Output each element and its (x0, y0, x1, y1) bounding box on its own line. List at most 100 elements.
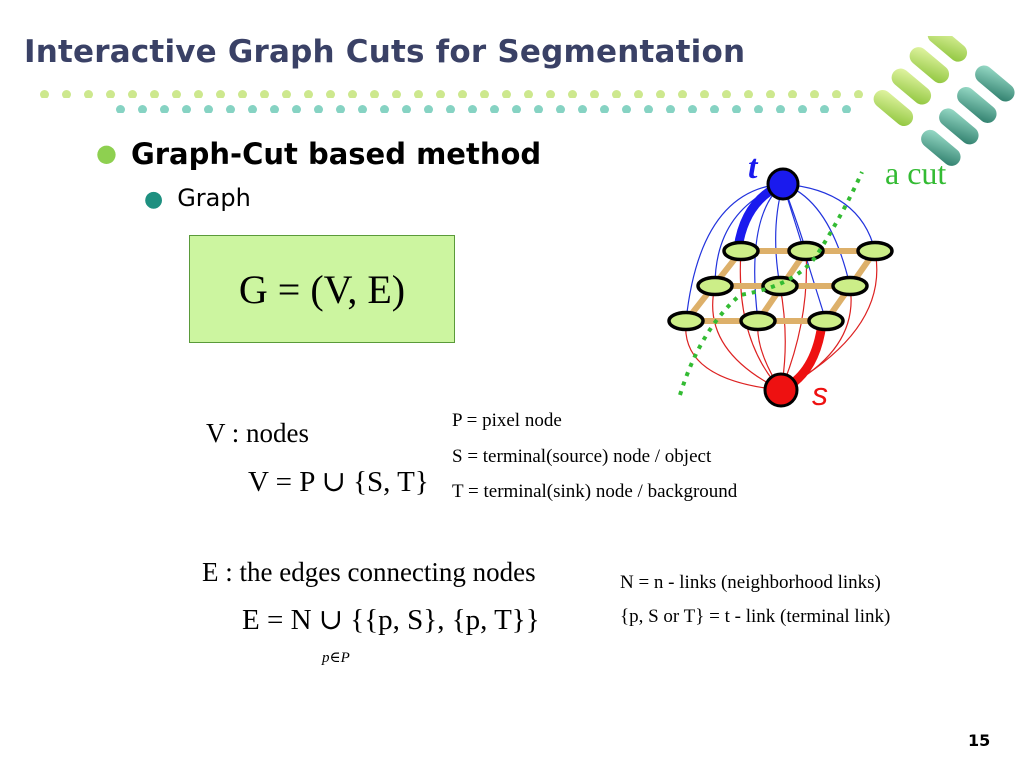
decorative-dot (798, 105, 807, 113)
decorative-dot (678, 90, 687, 98)
decorative-dot (326, 90, 335, 98)
decorative-dot (160, 105, 169, 113)
definition-pixel-node: P = pixel node (452, 410, 562, 432)
decorative-dot (116, 105, 125, 113)
source-label: s (812, 376, 828, 412)
nodes-equation: V = P ∪ {S, T} (248, 464, 429, 499)
decorative-dot (700, 90, 709, 98)
graph-formula: G = (V, E) (239, 266, 405, 313)
decorative-dot (776, 105, 785, 113)
decorative-dot (216, 90, 225, 98)
decorative-dot (556, 105, 565, 113)
definition-t-links: {p, S or T} = t - link (terminal link) (620, 606, 890, 628)
decorative-dot (414, 90, 423, 98)
pixel-node (809, 313, 843, 330)
pixel-node (698, 278, 732, 295)
decorative-dot (788, 90, 797, 98)
decorative-dot (182, 105, 191, 113)
decorative-dot (534, 105, 543, 113)
source-node (765, 374, 797, 406)
decorative-dot (194, 90, 203, 98)
decorative-dot (314, 105, 323, 113)
decorative-dot (106, 90, 115, 98)
pixel-nodes (669, 243, 892, 330)
edges-heading: E : the edges connecting nodes (202, 557, 536, 588)
decorative-dot (502, 90, 511, 98)
decorative-dot (622, 105, 631, 113)
decorative-dot (656, 90, 665, 98)
graph-formula-box: G = (V, E) (189, 235, 455, 343)
decorative-dot (260, 90, 269, 98)
decorative-dot (204, 105, 213, 113)
decorative-dot (512, 105, 521, 113)
decorative-dot (600, 105, 609, 113)
decorative-dot (744, 90, 753, 98)
decorative-dot (370, 90, 379, 98)
pixel-node (858, 243, 892, 260)
decorative-dot (854, 90, 863, 98)
decorative-dot (810, 90, 819, 98)
decorative-dot (458, 90, 467, 98)
decorative-dot (128, 90, 137, 98)
decorative-dot (402, 105, 411, 113)
decorative-dot (84, 90, 93, 98)
decorative-dot (842, 105, 851, 113)
decorative-dot (150, 90, 159, 98)
decorative-dot (688, 105, 697, 113)
decorative-dot (612, 90, 621, 98)
decorative-dot (710, 105, 719, 113)
pixel-node (741, 313, 775, 330)
bullet-dot-icon: ● (96, 139, 117, 167)
bullet-graph: ● Graph (144, 184, 251, 212)
decorative-dot (40, 90, 49, 98)
decorative-dot (568, 90, 577, 98)
decorative-dot (336, 105, 345, 113)
decorative-dot (348, 90, 357, 98)
decorative-dot-row-top (40, 84, 900, 98)
decorative-dot (304, 90, 313, 98)
decorative-dot (238, 90, 247, 98)
cut-label: a cut (885, 155, 946, 191)
decorative-dot (468, 105, 477, 113)
bullet-text: Graph-Cut based method (131, 137, 541, 171)
union-subscript: p∈P (322, 648, 350, 667)
nodes-heading: V : nodes (206, 418, 309, 449)
decorative-dot (754, 105, 763, 113)
decorative-dot (436, 90, 445, 98)
decorative-dot (590, 90, 599, 98)
decorative-dot (270, 105, 279, 113)
decorative-dot (172, 90, 181, 98)
decorative-dot (392, 90, 401, 98)
pixel-node (669, 313, 703, 330)
decorative-dot (226, 105, 235, 113)
decorative-dot (634, 90, 643, 98)
decorative-dot (766, 90, 775, 98)
decorative-dot (424, 105, 433, 113)
decorative-dot (578, 105, 587, 113)
bullet-dot-icon: ● (144, 187, 163, 212)
bullet-text: Graph (177, 184, 251, 212)
pixel-node (724, 243, 758, 260)
page-number: 15 (968, 731, 990, 750)
definition-source-node: S = terminal(source) node / object (452, 446, 711, 468)
decorative-dot (820, 105, 829, 113)
decorative-dot (282, 90, 291, 98)
decorative-dot (524, 90, 533, 98)
decorative-dot (832, 90, 841, 98)
decorative-dot (546, 90, 555, 98)
slide-title: Interactive Graph Cuts for Segmentation (24, 34, 745, 70)
decorative-dot (292, 105, 301, 113)
decorative-dot (248, 105, 257, 113)
decorative-dot (480, 90, 489, 98)
graph-cut-figure: t s a cut (650, 140, 980, 420)
decorative-dot-row-bottom (116, 99, 876, 113)
edges-equation: E = N ∪ {{p, S}, {p, T}} (242, 602, 540, 637)
pixel-node (833, 278, 867, 295)
definition-n-links: N = n - links (neighborhood links) (620, 572, 881, 594)
decorative-dot (490, 105, 499, 113)
definition-sink-node: T = terminal(sink) node / background (452, 481, 737, 503)
decorative-dot (62, 90, 71, 98)
decorative-dot (732, 105, 741, 113)
decorative-dot (358, 105, 367, 113)
bullet-graph-cut-method: ● Graph-Cut based method (96, 137, 541, 171)
